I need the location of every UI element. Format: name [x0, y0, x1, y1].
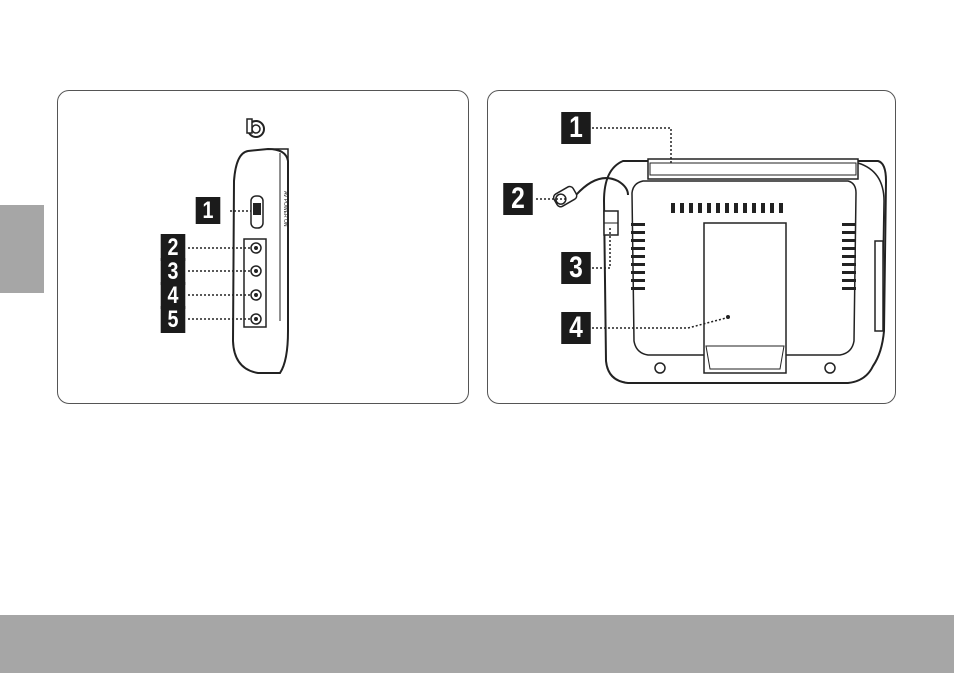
rear-view-illustration	[488, 91, 895, 403]
callout-3: 3	[561, 252, 591, 284]
device-label: AV POWER ON	[282, 191, 288, 227]
callout-4: 4	[561, 312, 591, 344]
side-view-figure: AV POWER ON 1 2 3 4 5	[57, 90, 469, 404]
callout-2: 2	[503, 183, 533, 215]
callout-1: 1	[196, 197, 221, 224]
rear-view-figure: 1 2 3 4	[487, 90, 896, 404]
callout-5: 5	[161, 306, 186, 333]
footer-bar	[0, 615, 954, 673]
section-tab	[0, 205, 44, 293]
side-view-illustration: AV POWER ON	[58, 91, 468, 403]
callout-1: 1	[561, 112, 591, 144]
